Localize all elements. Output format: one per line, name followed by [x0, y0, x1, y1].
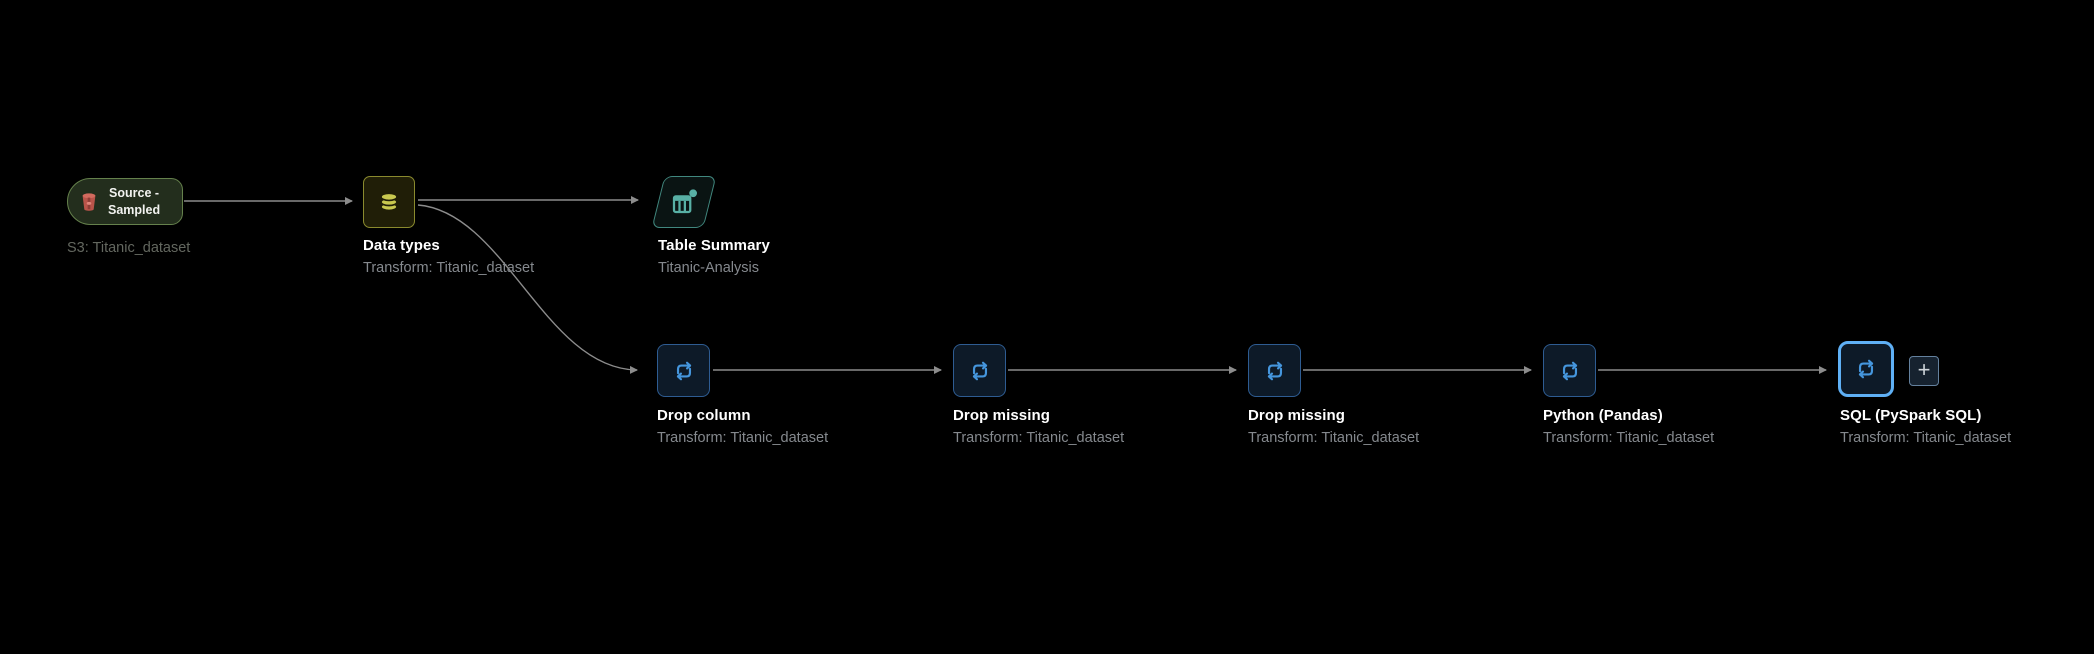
source-node-label: S3: Titanic_dataset [67, 240, 352, 256]
table-chart-badge-icon [669, 187, 699, 217]
table-summary-label: Table Summary Titanic-Analysis [658, 237, 943, 276]
transform-loop-icon [1853, 356, 1879, 382]
transform-loop-icon [1557, 358, 1583, 384]
node-table-summary[interactable] [651, 176, 717, 228]
node-title: Data types [363, 237, 440, 254]
node-subtitle: Transform: Titanic_dataset [1248, 430, 1420, 446]
transform-loop-icon [671, 358, 697, 384]
source-dataset-label: S3: Titanic_dataset [67, 240, 191, 256]
node-title: Drop column [657, 407, 751, 424]
node-subtitle: Titanic-Analysis [658, 260, 759, 276]
node-title: Python (Pandas) [1543, 407, 1663, 424]
node-title: Drop missing [953, 407, 1051, 424]
node-title: Table Summary [658, 237, 770, 254]
drop-missing-1-label: Drop missing Transform: Titanic_dataset [953, 407, 1238, 446]
sql-pyspark-label: SQL (PySpark SQL) Transform: Titanic_dat… [1840, 407, 2094, 446]
node-title: Drop missing [1248, 407, 1346, 424]
node-subtitle: Transform: Titanic_dataset [953, 430, 1125, 446]
node-subtitle: Transform: Titanic_dataset [1840, 430, 2012, 446]
data-types-label: Data types Transform: Titanic_dataset [363, 237, 648, 276]
database-icon [375, 188, 403, 216]
node-data-types[interactable] [363, 176, 415, 228]
transform-loop-icon [1262, 358, 1288, 384]
node-subtitle: Transform: Titanic_dataset [657, 430, 829, 446]
node-drop-missing-2[interactable] [1248, 344, 1301, 397]
node-drop-column[interactable] [657, 344, 710, 397]
node-subtitle: Transform: Titanic_dataset [1543, 430, 1715, 446]
node-title: SQL (PySpark SQL) [1840, 407, 1982, 424]
node-source-sampled[interactable]: Source - Sampled [67, 178, 183, 225]
source-node-title: Source - Sampled [108, 186, 161, 217]
drop-column-label: Drop column Transform: Titanic_dataset [657, 407, 942, 446]
s3-bucket-icon [77, 190, 101, 214]
node-subtitle: Transform: Titanic_dataset [363, 260, 535, 276]
node-sql-pyspark[interactable] [1838, 341, 1894, 397]
python-pandas-label: Python (Pandas) Transform: Titanic_datas… [1543, 407, 1828, 446]
plus-icon: + [1917, 357, 1931, 382]
node-drop-missing-1[interactable] [953, 344, 1006, 397]
node-python-pandas[interactable] [1543, 344, 1596, 397]
add-step-button[interactable]: + [1909, 356, 1939, 386]
drop-missing-2-label: Drop missing Transform: Titanic_dataset [1248, 407, 1533, 446]
edge-datatypes-to-dropcol [417, 204, 638, 374]
transform-loop-icon [967, 358, 993, 384]
